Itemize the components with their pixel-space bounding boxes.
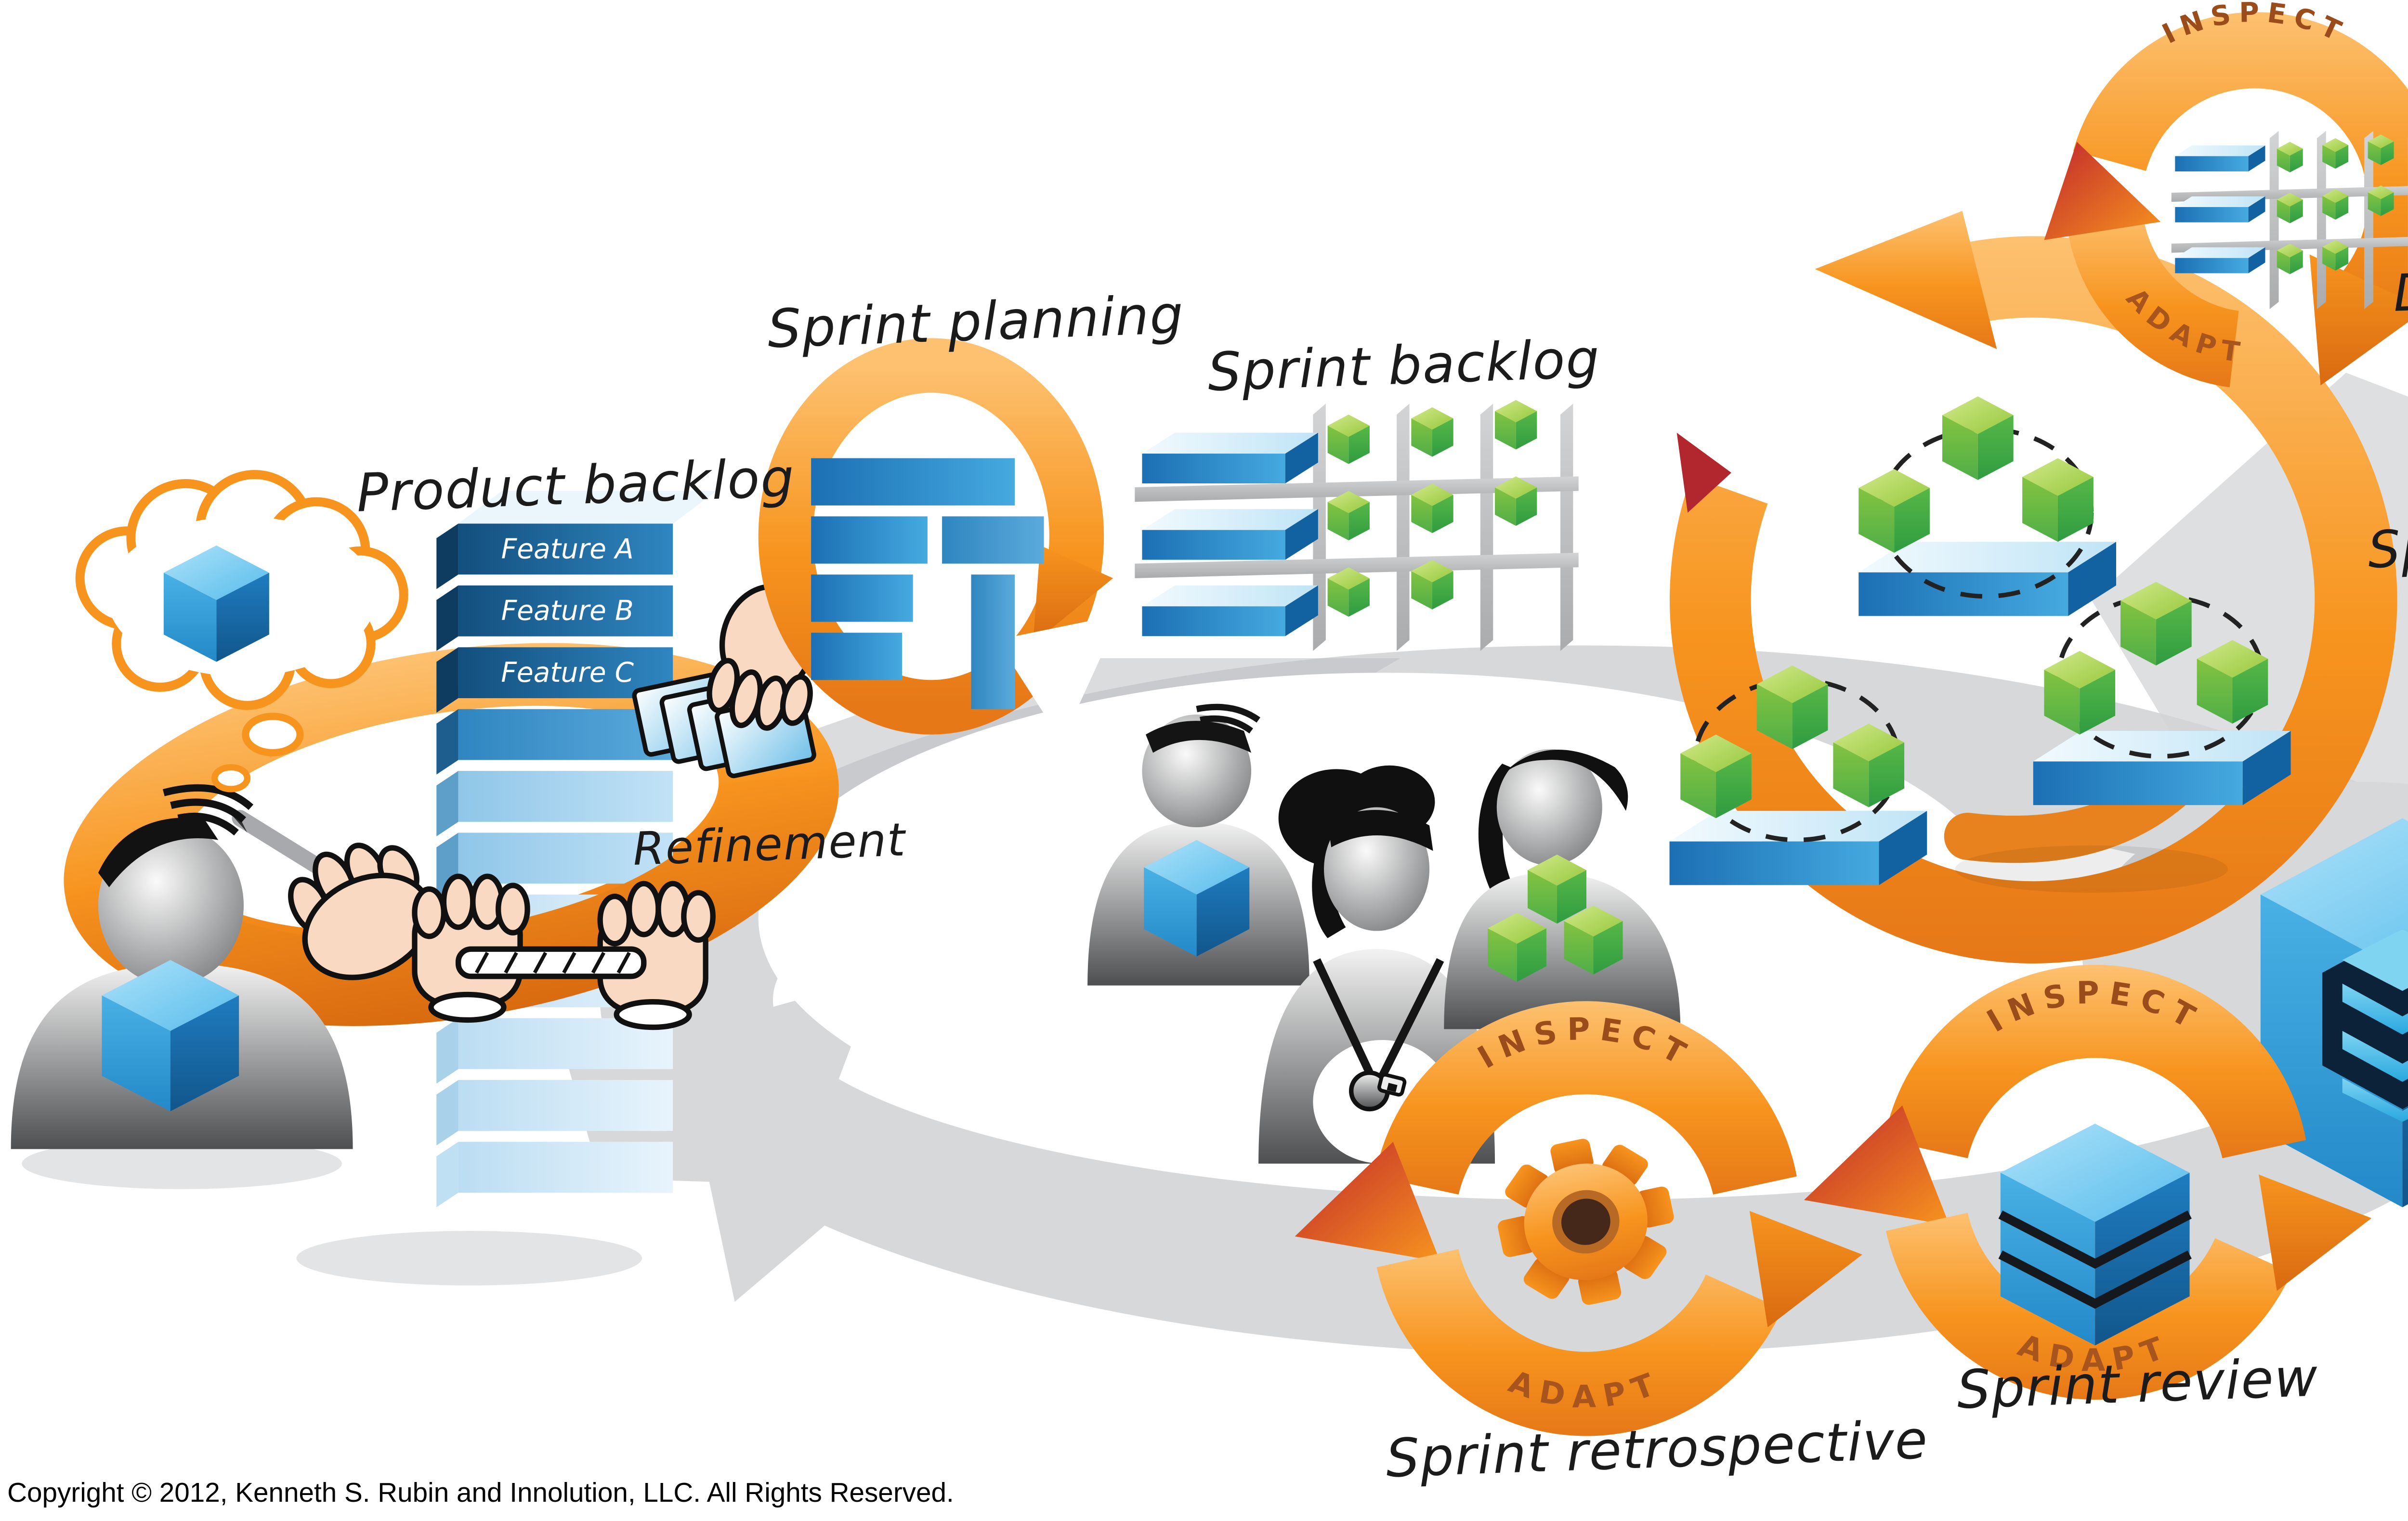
product-owner-figure — [11, 784, 353, 1189]
task-cube — [1327, 567, 1370, 617]
feature-b-label: Feature B — [501, 595, 634, 627]
feature-c-label: Feature C — [501, 657, 634, 689]
task-cube — [1327, 491, 1370, 541]
sprint-review-label: Sprint review — [1956, 1346, 2319, 1421]
execution-arrowhead-icon — [1815, 211, 1997, 350]
story-slab — [1142, 585, 1318, 637]
feature-a-label: Feature A — [501, 533, 634, 565]
feature-bar — [436, 523, 673, 713]
planning-bars-icon — [811, 458, 1044, 709]
adapt-arrowhead-icon — [1749, 1210, 1862, 1327]
review-cube-icon — [1998, 1123, 2192, 1346]
sprint-review-cycle: INSPECT ADAPT — [1804, 964, 2372, 1400]
daily-scrum-cycle: INSPECT ADAPT — [2044, 0, 2408, 388]
task-cube — [1327, 414, 1370, 464]
execution-cluster — [2033, 582, 2291, 806]
adapt-arrowhead-icon — [2259, 1174, 2372, 1291]
execution-cluster — [1858, 396, 2116, 616]
daily-scrum-board — [2171, 130, 2408, 309]
pen-hand-icon — [222, 804, 433, 980]
measuring-hands-icon — [412, 873, 716, 1030]
inspect-arrowhead-icon — [1804, 1105, 1950, 1226]
execution-cluster — [1669, 665, 1927, 885]
adapt-arrowhead-icon — [2044, 142, 2161, 240]
gear-icon — [1498, 1139, 1674, 1305]
daily-scrum-label: Daily scrum — [2392, 253, 2408, 324]
scrum-master-whistle-icon — [1313, 958, 1444, 1112]
task-cube — [1411, 407, 1453, 457]
inspect-arrowhead-icon — [2309, 254, 2408, 386]
card-hand-icon — [632, 584, 817, 779]
story-slab — [1142, 509, 1318, 560]
grid — [1135, 403, 1579, 651]
copyright-notice: Copyright © 2012, Kenneth S. Rubin and I… — [7, 1478, 954, 1509]
sprint-retrospective-cycle: INSPECT ADAPT — [1295, 1001, 1862, 1436]
sprint-backlog-board — [1135, 400, 1579, 651]
refinement-label: Refinement — [632, 813, 907, 876]
thought-bubble — [75, 470, 408, 793]
story-slab — [1142, 432, 1318, 484]
inspect-arrowhead-icon — [1295, 1142, 1440, 1262]
team-member-developer — [1087, 703, 1309, 986]
sprint-planning-loop — [758, 338, 1121, 742]
team-member-developer-2 — [1444, 749, 1681, 1029]
task-cube — [1495, 400, 1537, 450]
